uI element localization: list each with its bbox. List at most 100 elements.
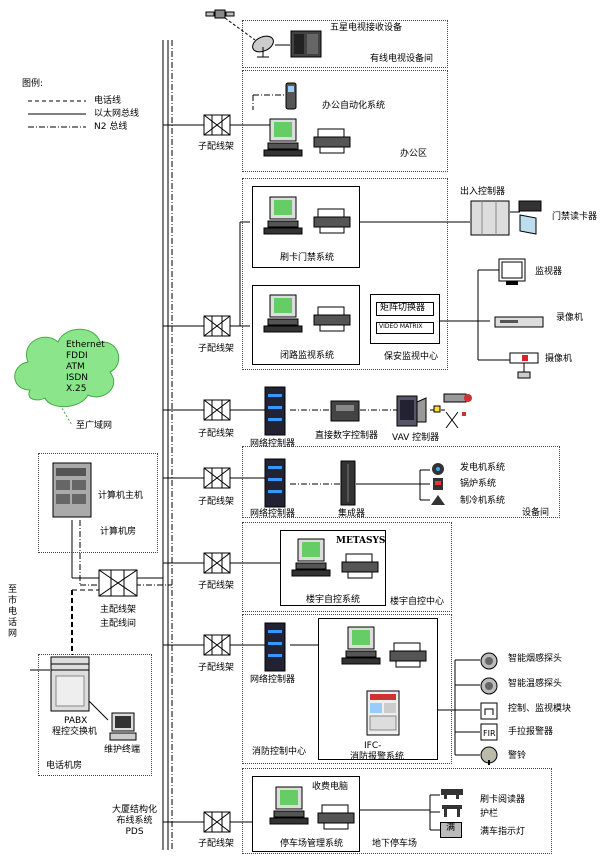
access-system-label: 刷卡门禁系统	[280, 253, 335, 263]
control-module-icon	[480, 702, 498, 720]
main-dist-label: 主配线架	[100, 605, 137, 615]
camera-icon	[509, 352, 539, 379]
office-automation-label: 办公自动化系统	[322, 101, 386, 111]
chiller-label: 制冷机系统	[460, 496, 506, 506]
bas-system-box	[280, 530, 386, 606]
ddc-controller-icon	[330, 400, 360, 422]
patch-panel-icon	[203, 467, 231, 489]
office-section	[242, 70, 448, 172]
heat-detector-icon	[480, 677, 498, 695]
network-controller-icon	[264, 458, 286, 508]
patch-panel-icon	[203, 315, 231, 337]
network-controller-label: 网络控制器	[250, 439, 296, 449]
fee-computer-label: 收费电脑	[312, 782, 349, 792]
cctv-system-label: 闭路监视系统	[280, 351, 335, 361]
card-reader-icon	[518, 200, 542, 235]
city-phone-network-label: 至市电话网	[8, 585, 18, 639]
cable-tv-room: 有线电视设备间	[370, 54, 434, 64]
legend-ethernet-bus: 以太网总线	[94, 109, 140, 119]
network-controller-icon	[264, 622, 286, 672]
patch-panel-icon	[203, 114, 231, 136]
parking-system-label: 停车场管理系统	[280, 839, 344, 849]
sub-dist-label: 子配线架	[198, 142, 235, 152]
computer-icon	[263, 118, 303, 157]
cable-tv-section	[242, 20, 448, 68]
computer-room-label: 计算机房	[100, 527, 137, 537]
cloud-isdn: ISDN	[66, 373, 89, 383]
phone-room-section	[38, 654, 152, 776]
computer-icon	[269, 786, 309, 825]
pabx-label: PABX	[64, 716, 88, 726]
bas-system-label: 楼宇自控系统	[306, 595, 361, 605]
alarm-bell-icon	[480, 746, 498, 765]
patch-panel-icon	[203, 399, 231, 421]
network-controller-label: 网络控制器	[250, 675, 296, 685]
legend-n2-bus: N2 总线	[94, 122, 128, 132]
pabx-icon	[50, 656, 90, 712]
camera-label: 摄像机	[545, 354, 573, 364]
parking-section	[242, 768, 552, 854]
full-indicator-sign	[440, 822, 462, 838]
sub-dist-label: 子配线架	[198, 497, 235, 507]
entry-controller-icon	[470, 200, 510, 236]
sub-dist-label: 子配线架	[198, 344, 235, 354]
ddc-label: 直接数字控制器	[315, 431, 379, 441]
computer-icon	[291, 538, 331, 577]
card-reader-icon	[441, 789, 463, 799]
mainframe-icon	[52, 462, 92, 518]
printer-icon	[313, 128, 351, 154]
vcr-icon	[494, 316, 544, 328]
host-label: 计算机主机	[98, 491, 144, 501]
monitor-icon	[498, 258, 526, 285]
smoke-detector-label: 智能烟感探头	[508, 654, 563, 664]
network-controller-label: 网络控制器	[250, 509, 296, 519]
patch-panel-icon	[203, 634, 231, 656]
alarm-bell-label: 警铃	[508, 751, 527, 761]
fire-section	[242, 614, 452, 764]
phone-fax-icon	[285, 82, 297, 110]
computer-icon	[263, 294, 303, 333]
computer-room-section	[38, 453, 158, 553]
barrier-label: 护栏	[480, 809, 499, 819]
network-controller-icon	[264, 386, 286, 436]
video-matrix-box	[376, 322, 434, 334]
control-module-label: 控制、监视模块	[508, 704, 572, 714]
cctv-system-box	[252, 285, 360, 365]
pds-line-1: 大厦结构化	[112, 805, 158, 815]
chiller-icon	[431, 495, 445, 505]
fire-panel-label: IFC-	[364, 741, 382, 751]
cloud-x25: X.25	[66, 384, 87, 394]
sub-dist-label: 子配线架	[198, 429, 235, 439]
security-center-label: 保安监视中心	[384, 352, 439, 362]
full-indicator-label: 满车指示灯	[480, 827, 526, 837]
bas-center-label: 楼宇自控中心	[390, 597, 445, 607]
vav-controller-icon	[396, 395, 427, 427]
pds-line-2: 布线系统	[116, 816, 153, 826]
matrix-label: 矩阵切换器	[380, 303, 426, 313]
tv-receiver-rack-icon	[290, 30, 322, 58]
vav-damper-icon	[433, 393, 472, 429]
boiler-icon	[433, 478, 443, 490]
terminal-icon	[109, 712, 137, 741]
bas-section	[242, 522, 452, 612]
full-sign-text: 满	[446, 823, 456, 833]
pds-label: 大厦结构化 布线系统 PDS	[112, 805, 157, 838]
sub-dist-label: 子配线架	[198, 581, 235, 591]
matrix-switcher-box	[376, 302, 434, 316]
satellite-icon	[205, 9, 235, 19]
cloud-labels: Ethernet FDDI ATM ISDN X.25	[66, 340, 105, 395]
recorder-label: 录像机	[556, 313, 584, 323]
matrix-box	[370, 294, 440, 344]
computer-icon	[263, 196, 303, 235]
legend-line-samples	[28, 100, 86, 128]
generator-icon	[432, 463, 444, 475]
cable-tv-title: 五星电视接收设备	[330, 23, 403, 33]
fire-panel-icon	[366, 690, 400, 736]
wan-label: 至广域网	[76, 421, 113, 431]
smoke-detector-icon	[480, 652, 498, 670]
main-dist-room-label: 主配线间	[100, 619, 137, 629]
legend-phone-line: 电话线	[94, 96, 122, 106]
sub-dist-label: 子配线架	[198, 663, 235, 673]
parking-zone-label: 地下停车场	[372, 839, 418, 849]
